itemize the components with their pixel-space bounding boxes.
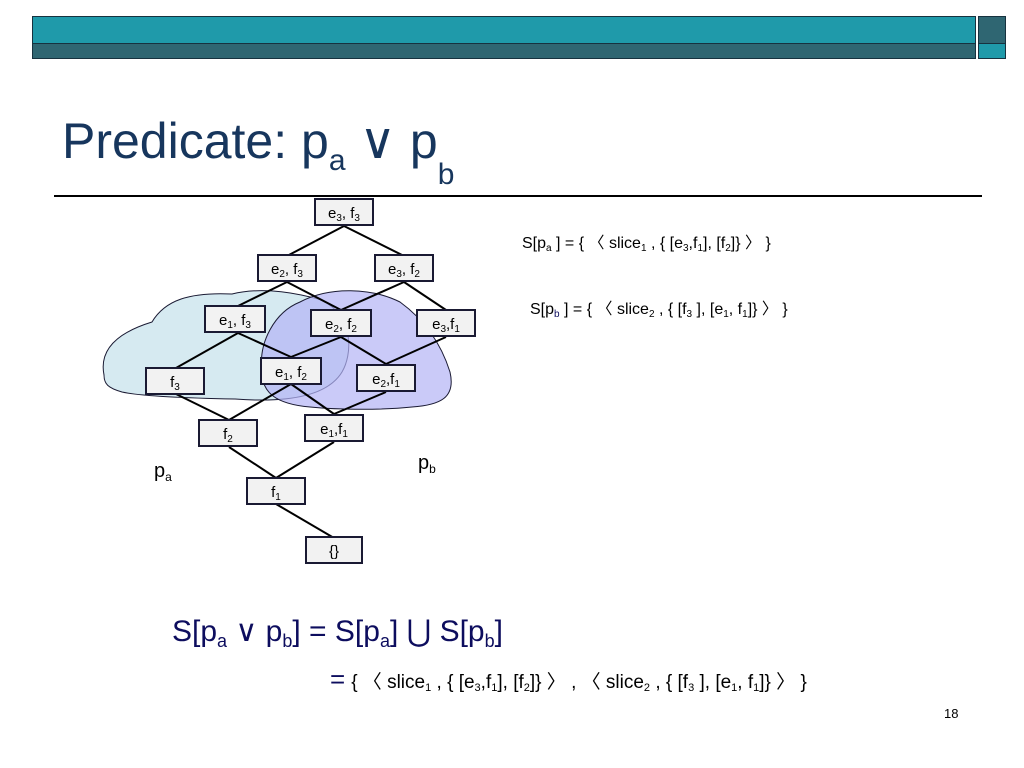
lattice-node-e1-f1: e1,f1 [304,414,364,442]
lattice-node-e3-f3: e3, f3 [314,198,374,226]
page-number: 18 [944,706,959,721]
lattice-node-e1-f2: e1, f2 [260,357,322,385]
lattice-node-empty: {} [305,536,363,564]
lattice-node-f1: f1 [246,477,306,505]
lattice-edges [175,225,447,539]
top-dark-bar [32,43,976,59]
lattice-node-e3-f1: e3,f1 [416,309,476,337]
equation-union: S[pa ∨ pb] = S[pa] ⋃ S[pb] [172,615,503,651]
lattice-node-e3-f2: e3, f2 [374,254,434,282]
equation-slice-pb: S[pb ] = { 〈 slice2 , { [f3 ], [e1, f1]}… [530,301,788,320]
equation-slice-pa: S[pa ] = { 〈 slice1 , { [e3,f1], [f2]} 〉… [522,235,771,254]
label-pa: pa [154,460,172,484]
lattice-node-e2-f2: e2, f2 [310,309,372,337]
top-corner-square-lower [978,43,1006,59]
equation-union-result: ={ 〈 slice1 , { [e3,f1], [f2]} 〉 , 〈 sli… [330,664,807,694]
lattice-node-e2-f3: e2, f3 [257,254,317,282]
title-divider [54,195,982,197]
lattice-node-f2: f2 [198,419,258,447]
lattice-node-e2-f1: e2,f1 [356,364,416,392]
lattice-node-e1-f3: e1, f3 [204,305,266,333]
slide-title: Predicate: pa ∨ pb [62,113,455,191]
label-pb: pb [418,452,436,476]
lattice-node-f3: f3 [145,367,205,395]
